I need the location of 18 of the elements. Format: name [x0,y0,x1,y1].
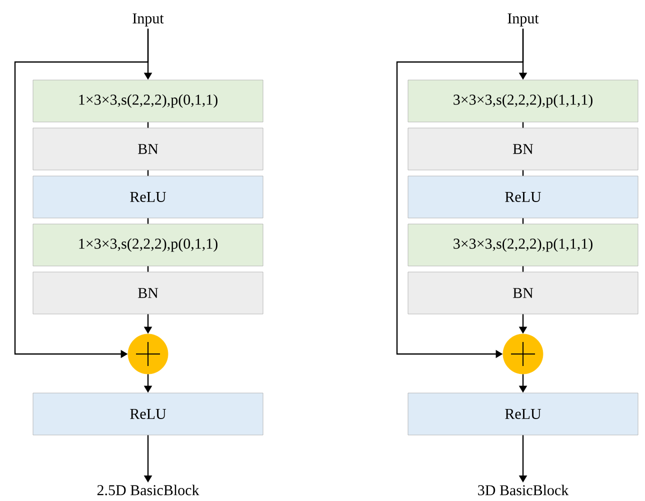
input-label: Input [132,14,164,27]
convolution-box: 1×3×3,s(2,2,2),p(0,1,1) [32,224,264,266]
convolution-box: 3×3×3,s(2,2,2),p(1,1,1) [408,80,638,122]
convolution-box: 3×3×3,s(2,2,2),p(1,1,1) [408,224,638,266]
batch-norm-box: BN [32,272,264,314]
sum-circle [502,334,544,374]
relu-box: ReLU [408,176,638,218]
batch-norm-box: BN [408,272,638,314]
batch-norm-box: BN [32,128,264,170]
convolution-box: 1×3×3,s(2,2,2),p(0,1,1) [32,80,264,122]
sum-circle [128,334,168,374]
block-caption: 2.5D BasicBlock [97,484,200,496]
relu-box: ReLU [408,392,638,436]
block-caption: 3D BasicBlock [478,484,569,496]
relu-box: ReLU [32,176,264,218]
batch-norm-box: BN [408,128,638,170]
relu-box: ReLU [32,392,264,436]
input-label: Input [508,14,539,27]
